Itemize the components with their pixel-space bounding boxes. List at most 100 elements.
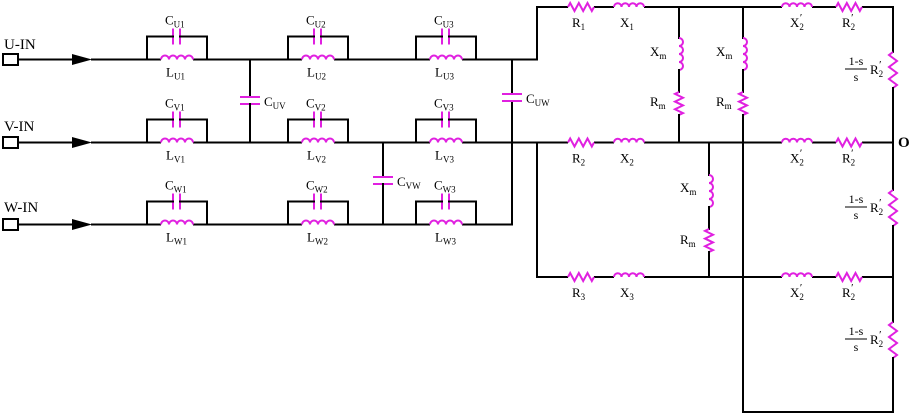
ind-label-w2: LW2: [307, 230, 328, 247]
ind-label-w3: LW3: [435, 230, 456, 247]
load-label-1: 1-s s R2′: [845, 54, 883, 84]
output-label: O: [898, 135, 910, 151]
mag-branch-1: Xm Rm: [650, 6, 686, 144]
lc-filter-blocks: CU1LU1CU2LU2CU3LU3CV1LV1CV2LV2CV3LV3CW1L…: [146, 13, 477, 247]
load-r-label-2: R2′: [870, 197, 883, 217]
inductor-icon: [160, 137, 194, 143]
r-label-3: R3: [572, 285, 586, 302]
rotor-x-label-2: X2′: [790, 148, 804, 168]
v-arrow-icon: [72, 137, 92, 148]
inductor-icon: [781, 137, 813, 143]
v-input-terminal: V-IN: [2, 119, 92, 149]
inductor-icon: [742, 37, 748, 71]
resistor-icon: [887, 189, 899, 227]
x-label-2: X2: [620, 151, 634, 168]
load-r-label-1: R2′: [870, 59, 883, 79]
w-in-label: W-IN: [4, 200, 38, 216]
resistor-icon: [567, 136, 595, 149]
svg-text:1-s: 1-s: [849, 324, 864, 338]
resistor-icon: [736, 91, 750, 116]
r-label-1: R1: [572, 15, 585, 32]
inductor-icon: [160, 54, 194, 60]
xm2-label: Xm: [716, 44, 732, 61]
c-uv-label: CUV: [264, 94, 286, 111]
svg-text:1-s: 1-s: [849, 192, 864, 206]
shunt-cap-uw: CUW: [502, 91, 550, 108]
rm1-label: Rm: [650, 94, 666, 111]
inductor-icon: [613, 272, 645, 278]
resistor-icon: [672, 91, 686, 116]
rotor-x-label-1: X2′: [790, 12, 804, 32]
w-input-terminal: W-IN: [2, 200, 92, 231]
line-wires: [91, 6, 894, 278]
resistor-icon: [835, 270, 863, 284]
inductor-icon: [429, 54, 463, 60]
x-label-1: X1: [620, 15, 634, 32]
mag-branch-3: Xm Rm: [680, 141, 716, 278]
cap-label-u3: CU3: [434, 13, 454, 30]
cap-label-w3: CW3: [434, 178, 456, 195]
svg-text:1-s: 1-s: [849, 54, 864, 68]
svg-text:s: s: [854, 70, 859, 84]
u-arrow-icon: [72, 54, 92, 65]
u-input-terminal: U-IN: [2, 37, 92, 66]
cap-label-v2: CV2: [306, 96, 326, 113]
inductor-icon: [429, 137, 463, 143]
rotor-elements: X2′R2′X2′R2′X2′R2′: [781, 0, 863, 302]
inductor-icon: [781, 272, 813, 278]
r-label-2: R2: [572, 151, 585, 168]
cap-label-v1: CV1: [165, 96, 185, 113]
mag-branch-2: Xm Rm: [716, 6, 894, 413]
cap-label-u1: CU1: [165, 13, 185, 30]
xm3-label: Xm: [680, 180, 696, 197]
inductor-icon: [301, 137, 335, 143]
ind-label-v2: LV2: [307, 148, 326, 165]
rotor-x-label-3: X2′: [790, 282, 804, 302]
w-arrow-icon: [72, 219, 92, 230]
resistor-icon: [887, 51, 899, 89]
ind-label-u3: LU3: [435, 65, 454, 82]
load-rail: O: [887, 6, 910, 413]
shunt-cap-vw: CVW: [373, 141, 421, 226]
inductor-icon: [613, 2, 645, 8]
cap-label-w2: CW2: [306, 178, 328, 195]
inductor-icon: [678, 37, 684, 71]
inductor-icon: [429, 219, 463, 225]
cap-label-u2: CU2: [306, 13, 326, 30]
inductor-icon: [301, 54, 335, 60]
load-r-label-3: R2′: [870, 329, 883, 349]
u-in-label: U-IN: [4, 37, 36, 53]
stator-series-1: R1 X1: [565, 0, 647, 32]
rm3-label: Rm: [680, 232, 696, 249]
xm1-label: Xm: [650, 44, 666, 61]
v-in-label: V-IN: [4, 119, 34, 135]
ind-label-u1: LU1: [166, 65, 185, 82]
cap-label-w1: CW1: [165, 178, 187, 195]
resistor-icon: [835, 136, 863, 149]
inductor-icon: [160, 219, 194, 225]
rotor-r-label-1: R2′: [842, 12, 855, 32]
rotor-series-3: X2′R2′: [781, 270, 863, 302]
c-vw-label: CVW: [397, 174, 421, 191]
resistor-icon: [702, 228, 716, 253]
resistor-icon: [835, 0, 863, 14]
rotor-series-2: X2′R2′: [781, 136, 863, 168]
inductor-icon: [781, 2, 813, 8]
resistor-icon: [887, 321, 899, 359]
ind-label-w1: LW1: [166, 230, 187, 247]
inductor-icon: [301, 219, 335, 225]
